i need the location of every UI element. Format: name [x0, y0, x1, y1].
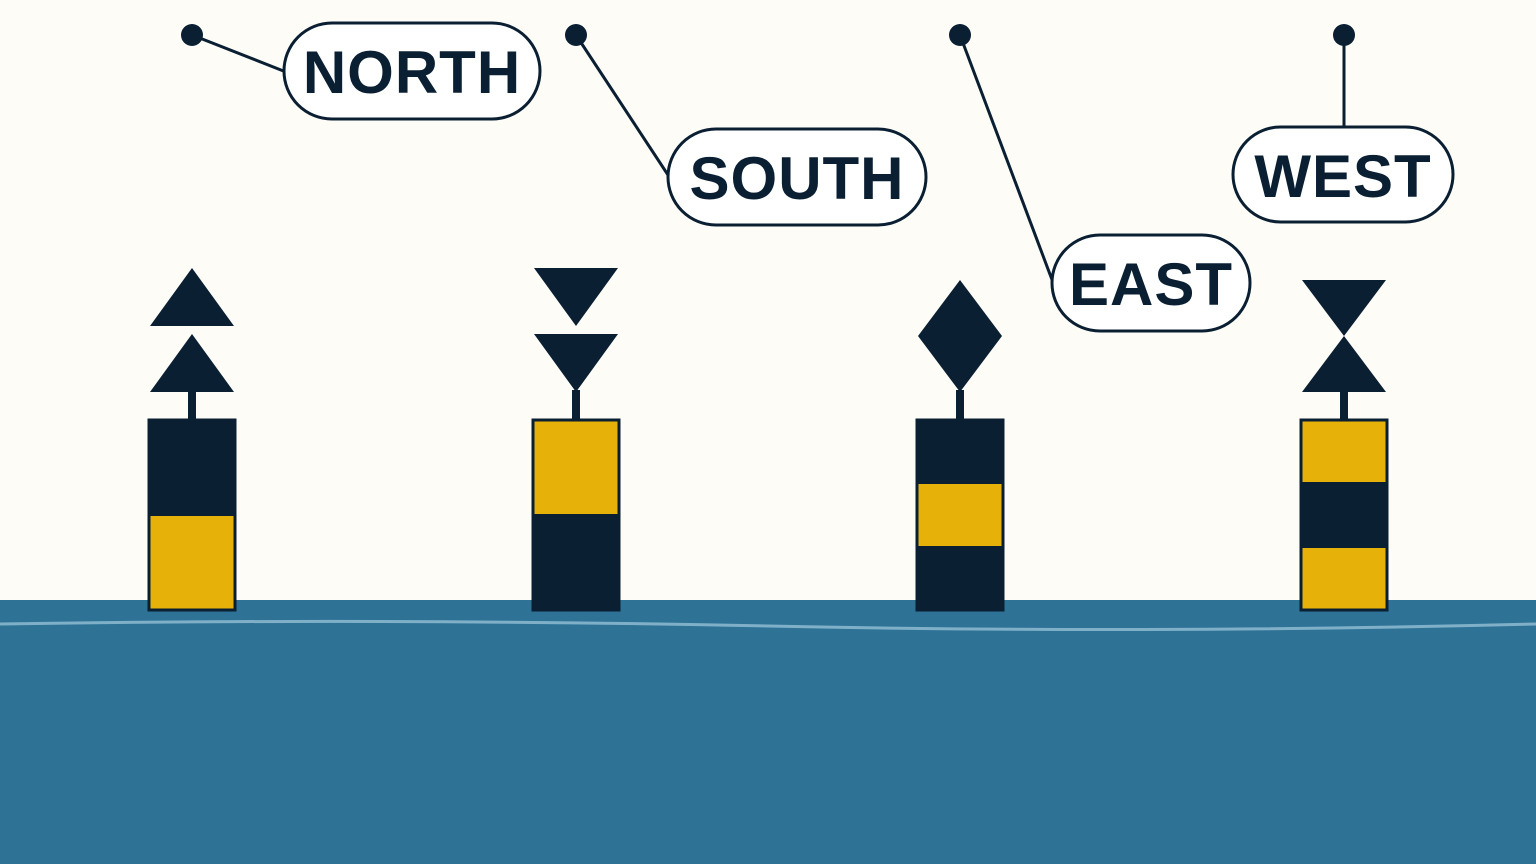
west-topmark	[1302, 280, 1386, 420]
west-buoy	[1299, 280, 1389, 612]
east-mast	[956, 390, 964, 420]
south-leader-line	[574, 34, 672, 179]
west-band-yellow-top	[1301, 420, 1387, 482]
south-buoy	[531, 268, 621, 612]
north-callout: NORTH	[181, 21, 542, 121]
north-label: NORTH	[303, 39, 521, 106]
north-band-yellow	[149, 516, 235, 610]
west-upper-cone-icon	[1302, 280, 1386, 336]
waterline	[0, 619, 1536, 632]
south-band-black	[533, 514, 619, 610]
west-lower-cone-icon	[1302, 336, 1386, 392]
east-topmark	[918, 280, 1002, 420]
east-leader-line	[958, 34, 1056, 286]
south-label: SOUTH	[690, 145, 905, 212]
south-callout: SOUTH	[565, 24, 928, 227]
south-lower-cone-icon	[534, 334, 618, 392]
east-upper-cone-icon	[918, 280, 1002, 336]
east-band-yellow	[917, 484, 1003, 546]
east-anchor-dot	[949, 24, 971, 46]
south-upper-cone-icon	[534, 268, 618, 326]
south-mast	[572, 390, 580, 420]
south-topmark	[534, 268, 618, 420]
east-band-black-bottom	[917, 546, 1003, 610]
north-lower-cone-icon	[150, 334, 234, 392]
north-topmark	[150, 268, 234, 420]
east-buoy-outline	[915, 418, 1005, 612]
east-buoy	[915, 280, 1005, 612]
north-anchor-dot	[181, 24, 203, 46]
west-label-pill	[1231, 125, 1455, 224]
south-band-yellow	[533, 420, 619, 514]
east-label-pill	[1050, 233, 1252, 333]
north-leader-line	[191, 33, 287, 74]
west-callout: WEST	[1231, 24, 1455, 224]
north-buoy	[147, 268, 237, 612]
south-anchor-dot	[565, 24, 587, 46]
sea	[0, 600, 1536, 864]
east-label: EAST	[1069, 251, 1233, 318]
east-callout: EAST	[949, 24, 1252, 333]
west-band-black	[1301, 482, 1387, 548]
west-buoy-outline	[1299, 418, 1389, 612]
west-mast	[1340, 390, 1348, 420]
north-upper-cone-icon	[150, 268, 234, 326]
west-anchor-dot	[1333, 24, 1355, 46]
west-label: WEST	[1254, 143, 1431, 210]
east-lower-cone-icon	[918, 336, 1002, 392]
north-label-pill	[282, 21, 542, 121]
west-band-yellow-bottom	[1301, 548, 1387, 610]
north-buoy-outline	[147, 418, 237, 612]
north-band-black	[149, 420, 235, 516]
east-band-black-top	[917, 420, 1003, 484]
south-label-pill	[666, 127, 928, 227]
north-mast	[188, 392, 196, 420]
south-buoy-outline	[531, 418, 621, 612]
